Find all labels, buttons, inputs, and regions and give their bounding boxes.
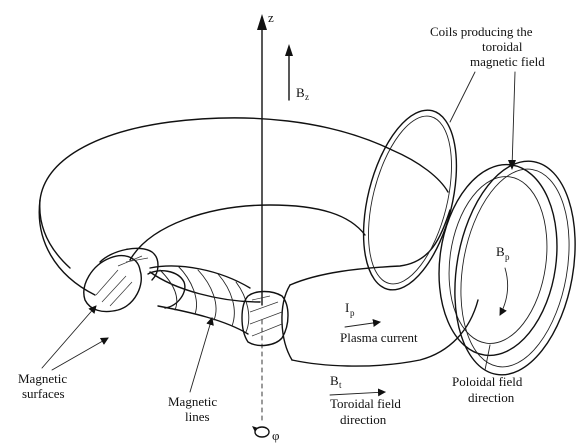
magnetic-surface-hatching <box>96 256 148 306</box>
axis-z-label: z <box>268 10 274 25</box>
torus-outer-bottom <box>40 200 70 268</box>
bp-label: B <box>496 244 505 259</box>
ip-subscript: p <box>350 308 355 318</box>
magnetic-lines-twist <box>160 266 249 332</box>
magnetic-lines-label-1: Magnetic <box>168 394 217 409</box>
magnetic-surface-cut-3 <box>148 271 185 308</box>
toroidal-coil-1 <box>347 101 473 300</box>
poloidal-field-label-2: direction <box>468 390 515 405</box>
coils-label-2: toroidal <box>482 39 523 54</box>
magnetic-line-tube-top <box>150 266 250 288</box>
ip-arrow <box>345 322 380 327</box>
lines-pointer <box>190 318 212 392</box>
bz-label: B <box>296 85 305 100</box>
tube-cross-section-inner <box>439 170 557 350</box>
ip-label: I <box>345 300 349 315</box>
surfaces-pointer-1 <box>42 306 96 368</box>
z-axis-arrowhead <box>257 14 267 30</box>
toroidal-field-label-1: Toroidal field <box>330 396 401 411</box>
plasma-current-label: Plasma current <box>340 330 418 345</box>
bz-subscript: z <box>305 92 309 102</box>
bt-arrow <box>330 392 385 395</box>
toroidal-coil-2-inner <box>446 160 579 375</box>
bt-subscript: t <box>339 380 342 390</box>
coils-pointer-1 <box>450 72 475 122</box>
poloidal-pointer <box>485 345 490 370</box>
bp-subscript: p <box>505 252 510 262</box>
toroidal-field-label-2: direction <box>340 412 387 427</box>
phi-arrow-icon <box>252 426 258 432</box>
coils-label-3: magnetic field <box>470 54 545 69</box>
tube-cross-section-outer <box>427 157 569 363</box>
magnetic-surfaces-label-1: Magnetic <box>18 371 67 386</box>
magnetic-lines-label-2: lines <box>185 409 210 424</box>
torus-tube-front-top <box>290 210 450 285</box>
axis-phi-label: φ <box>272 428 280 443</box>
surfaces-pointer-2 <box>52 338 108 370</box>
magnetic-surfaces-label-2: surfaces <box>22 386 65 401</box>
coils-label-1: Coils producing the <box>430 24 533 39</box>
coils-pointer-2 <box>512 72 515 168</box>
poloidal-field-label-1: Poloidal field <box>452 374 523 389</box>
magnetic-surface-cut-2 <box>100 248 158 280</box>
bp-arrow <box>500 268 508 315</box>
torus-inner-hole-top <box>130 205 365 260</box>
bt-label: B <box>330 373 339 388</box>
bz-arrowhead <box>285 44 293 56</box>
